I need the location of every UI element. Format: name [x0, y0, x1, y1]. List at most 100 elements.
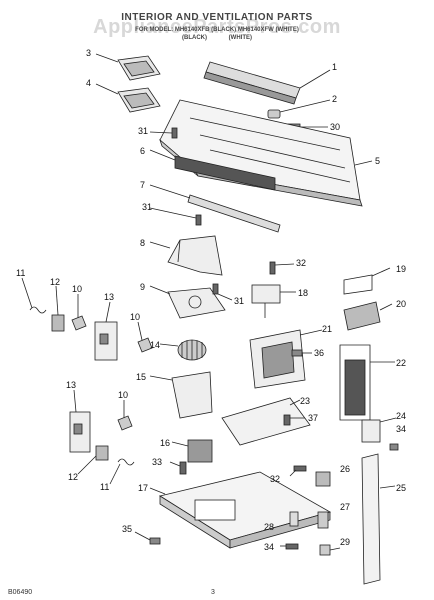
part-13-interlock-upper	[94, 301, 118, 361]
part-3-grease-filter	[95, 53, 161, 81]
part-19-clip	[343, 267, 391, 295]
part-17-chassis	[149, 471, 332, 549]
part-25-latch-bar	[361, 453, 396, 585]
callout-4: 4	[86, 78, 91, 88]
part-21-transformer	[249, 329, 323, 389]
callout-3: 3	[86, 48, 91, 58]
callout-19: 19	[396, 264, 406, 274]
part-2-clip	[267, 99, 331, 119]
part-9-bracket	[149, 285, 226, 319]
part-13-interlock-lower	[69, 389, 91, 453]
callout-31a: 31	[138, 126, 148, 136]
part-18-bracket	[251, 284, 296, 318]
part-10-actuator-lower	[117, 400, 133, 431]
callout-32a: 32	[296, 258, 306, 268]
callout-16: 16	[160, 438, 170, 448]
part-12-switch-lower	[77, 445, 109, 475]
part-6-strip	[149, 149, 276, 191]
part-31-screw-low	[212, 283, 233, 301]
callout-2: 2	[332, 94, 337, 104]
part-11-wire-lower	[109, 458, 135, 485]
callout-20: 20	[396, 299, 406, 309]
part-15-motor-bracket	[149, 371, 213, 419]
callout-10b: 10	[130, 312, 140, 322]
part-8-air-duct	[149, 235, 223, 276]
callout-10a: 10	[72, 284, 82, 294]
part-37-screw	[283, 414, 305, 426]
callout-30: 30	[330, 122, 340, 132]
part-1-vent-grille	[203, 61, 331, 105]
callout-6: 6	[140, 146, 145, 156]
callout-5: 5	[375, 156, 380, 166]
callout-23: 23	[300, 396, 310, 406]
callout-35: 35	[122, 524, 132, 534]
variant-white: (WHITE)	[228, 35, 252, 41]
part-32-screw-lower	[289, 465, 307, 477]
callout-26: 26	[340, 464, 350, 474]
callout-11b: 11	[100, 482, 109, 492]
callout-32b: 32	[270, 474, 280, 484]
part-10-actuator-upper	[71, 294, 87, 331]
part-7-rail	[149, 184, 281, 233]
part-33-screw	[169, 461, 187, 475]
part-34-screw-lower	[280, 543, 299, 550]
part-31-screw-mid	[149, 207, 202, 226]
model-subtitle: FOR MODEL: MH6140XFB (BLACK) MH6140XFW (…	[135, 27, 299, 33]
callout-18: 18	[298, 288, 308, 298]
part-11-wire-upper	[21, 277, 47, 314]
model-variants: (BLACK) (WHITE)	[0, 35, 434, 41]
callout-21: 21	[322, 324, 332, 334]
callout-13b: 13	[66, 380, 76, 390]
page-title: INTERIOR AND VENTILATION PARTS	[121, 12, 313, 23]
part-31-screw	[149, 127, 178, 139]
part-20-thermal-fuse	[343, 301, 393, 331]
page-number: 3	[211, 589, 215, 596]
callout-29: 29	[340, 537, 350, 547]
callout-8: 8	[140, 238, 145, 248]
callout-labels: 1 2 3 4 5 6 7 8 9 10 10 10 11 11 12 12 1…	[16, 48, 406, 552]
callout-22: 22	[396, 358, 406, 368]
part-35-screw	[134, 531, 161, 545]
part-34-screw	[389, 443, 399, 451]
part-26-switch	[315, 471, 331, 487]
callout-25: 25	[396, 483, 406, 493]
part-5-bottom-plate	[159, 99, 373, 207]
part-24-bracket	[361, 417, 397, 443]
diagram-code: B06490	[8, 589, 33, 596]
part-29-clip	[319, 544, 341, 556]
callout-34b: 34	[264, 542, 274, 552]
callout-7: 7	[140, 180, 145, 190]
callout-12b: 12	[68, 472, 78, 482]
part-14-fan-blade	[159, 339, 207, 361]
callout-24: 24	[396, 411, 406, 421]
part-36-screw	[291, 349, 312, 357]
part-4-grease-filter	[95, 83, 161, 113]
part-10-actuator-mid	[137, 321, 153, 353]
callout-14: 14	[150, 340, 160, 350]
part-28-clip	[289, 511, 299, 527]
callout-12a: 12	[50, 277, 60, 287]
part-22-control-panel	[339, 344, 395, 421]
callout-27: 27	[340, 502, 350, 512]
callout-36: 36	[314, 348, 324, 358]
callout-17: 17	[138, 483, 148, 493]
part-32-screw	[269, 261, 295, 275]
callout-13a: 13	[104, 292, 114, 302]
callout-15: 15	[136, 372, 146, 382]
callout-10c: 10	[118, 390, 128, 400]
callout-33: 33	[152, 457, 162, 467]
part-12-switch-upper	[51, 285, 65, 332]
part-27-clip	[317, 511, 329, 529]
variant-black: (BLACK)	[182, 35, 207, 41]
callout-28: 28	[264, 522, 274, 532]
callout-37: 37	[308, 413, 318, 423]
callout-1: 1	[332, 62, 337, 72]
callout-11a: 11	[16, 268, 25, 278]
callout-31b: 31	[142, 202, 152, 212]
callout-31c: 31	[234, 296, 244, 306]
callout-34a: 34	[396, 424, 406, 434]
part-23-plate	[221, 397, 311, 446]
callout-9: 9	[140, 282, 145, 292]
part-16-switch	[171, 439, 213, 463]
